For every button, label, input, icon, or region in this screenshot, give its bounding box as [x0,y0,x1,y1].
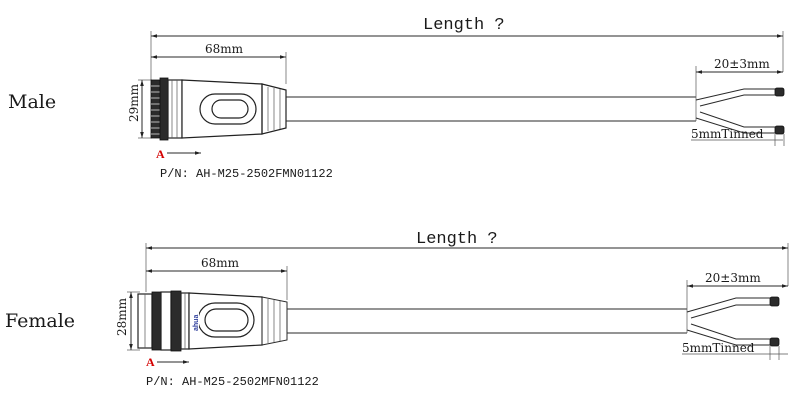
ahua-logo: ahua [190,307,200,335]
female-cable [287,308,687,334]
male-part-number: P/N: AH-M25-2502FMN01122 [160,167,333,181]
female-logo-text: ahua [193,315,200,331]
female-connector-length-label: 68mm [201,256,240,270]
male-wire-leads [695,87,785,135]
male-connector [150,77,287,141]
male-assembly: Male Length ? 68mm 29mm [8,16,785,181]
female-length-label: Length ? [416,230,498,249]
female-connector: ahua [137,290,288,352]
female-assembly: Female Length ? 68mm 28mm [5,230,789,389]
male-tinned-label: 5mmTinned [691,127,764,141]
male-cable [286,96,696,122]
male-section-marker: A [156,147,165,161]
female-strip-length-label: 20±3mm [705,271,761,285]
male-diameter-label: 29mm [127,83,141,122]
male-label: Male [8,91,56,113]
male-length-label: Length ? [423,16,505,35]
female-diameter-label: 28mm [115,297,129,336]
male-strip-length-label: 20±3mm [714,57,770,71]
female-section-marker: A [146,355,155,369]
female-label: Female [5,310,75,332]
female-part-number: P/N: AH-M25-2502MFN01122 [146,375,319,389]
female-wire-leads [686,296,780,347]
female-tinned-label: 5mmTinned [682,341,755,355]
male-connector-length-label: 68mm [205,42,244,56]
